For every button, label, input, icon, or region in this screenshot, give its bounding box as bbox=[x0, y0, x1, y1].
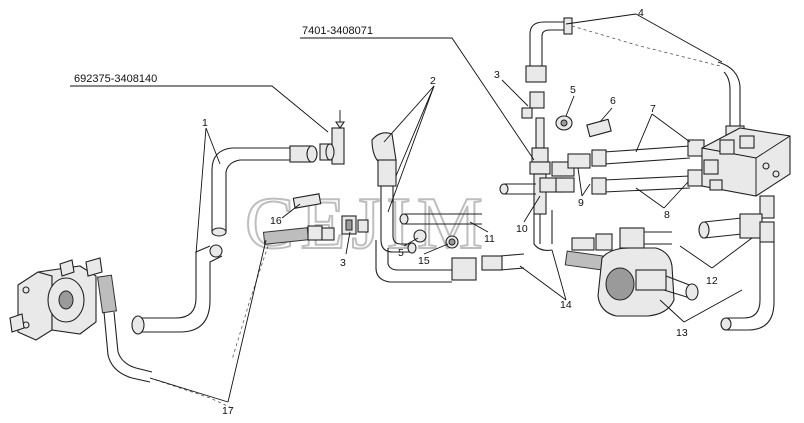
part-code-labels: 7401-3408071 692375-3408140 bbox=[74, 25, 373, 85]
callout-6: 6 bbox=[610, 95, 616, 107]
elbow-fitting bbox=[371, 132, 397, 187]
fitting-6 bbox=[586, 118, 612, 138]
suction-hose-17 bbox=[96, 245, 269, 409]
callout-8: 8 bbox=[664, 209, 670, 221]
hydraulic-pump bbox=[9, 257, 103, 341]
corrugated-hose-16 bbox=[262, 193, 335, 245]
callout-4: 4 bbox=[638, 7, 644, 19]
callout-2: 2 bbox=[430, 75, 436, 87]
fitting-692375 bbox=[319, 110, 346, 165]
callout-3-top: 3 bbox=[494, 69, 500, 81]
pipe-12 bbox=[698, 213, 763, 239]
callout-12: 12 bbox=[706, 275, 718, 287]
pipe-13 bbox=[720, 221, 775, 331]
callout-5-bottom: 5 bbox=[398, 247, 404, 259]
tee-fitting-10 bbox=[499, 91, 575, 251]
pipe-2 bbox=[380, 186, 417, 254]
callout-11: 11 bbox=[484, 233, 495, 245]
callout-14: 14 bbox=[560, 299, 572, 311]
distributor-valve-block bbox=[701, 127, 791, 219]
leader-lines bbox=[70, 13, 753, 403]
callout-5-top: 5 bbox=[570, 84, 576, 96]
part-code-692375: 692375-3408140 bbox=[74, 73, 157, 85]
pipe-1 bbox=[131, 145, 318, 335]
clamp-3 bbox=[341, 215, 369, 235]
oil-filter-unit bbox=[564, 227, 699, 317]
callout-10: 10 bbox=[516, 223, 528, 235]
callout-13: 13 bbox=[676, 327, 688, 339]
callout-17: 17 bbox=[222, 405, 234, 417]
callout-numbers: 1 2 3 3 4 5 5 6 7 8 9 10 11 12 13 14 15 … bbox=[202, 7, 718, 417]
callout-16: 16 bbox=[270, 215, 282, 227]
callout-15: 15 bbox=[418, 255, 430, 267]
part-code-7401: 7401-3408071 bbox=[302, 25, 373, 37]
callout-1: 1 bbox=[202, 117, 208, 129]
pipe-14 bbox=[375, 240, 525, 283]
callout-3-bottom: 3 bbox=[340, 257, 346, 269]
callout-9: 9 bbox=[578, 197, 584, 209]
pipe-11 bbox=[399, 213, 482, 249]
callout-7: 7 bbox=[650, 103, 656, 115]
pipe-8 bbox=[591, 169, 705, 195]
pipe-7 bbox=[567, 139, 705, 169]
fitting-5 bbox=[555, 115, 573, 131]
